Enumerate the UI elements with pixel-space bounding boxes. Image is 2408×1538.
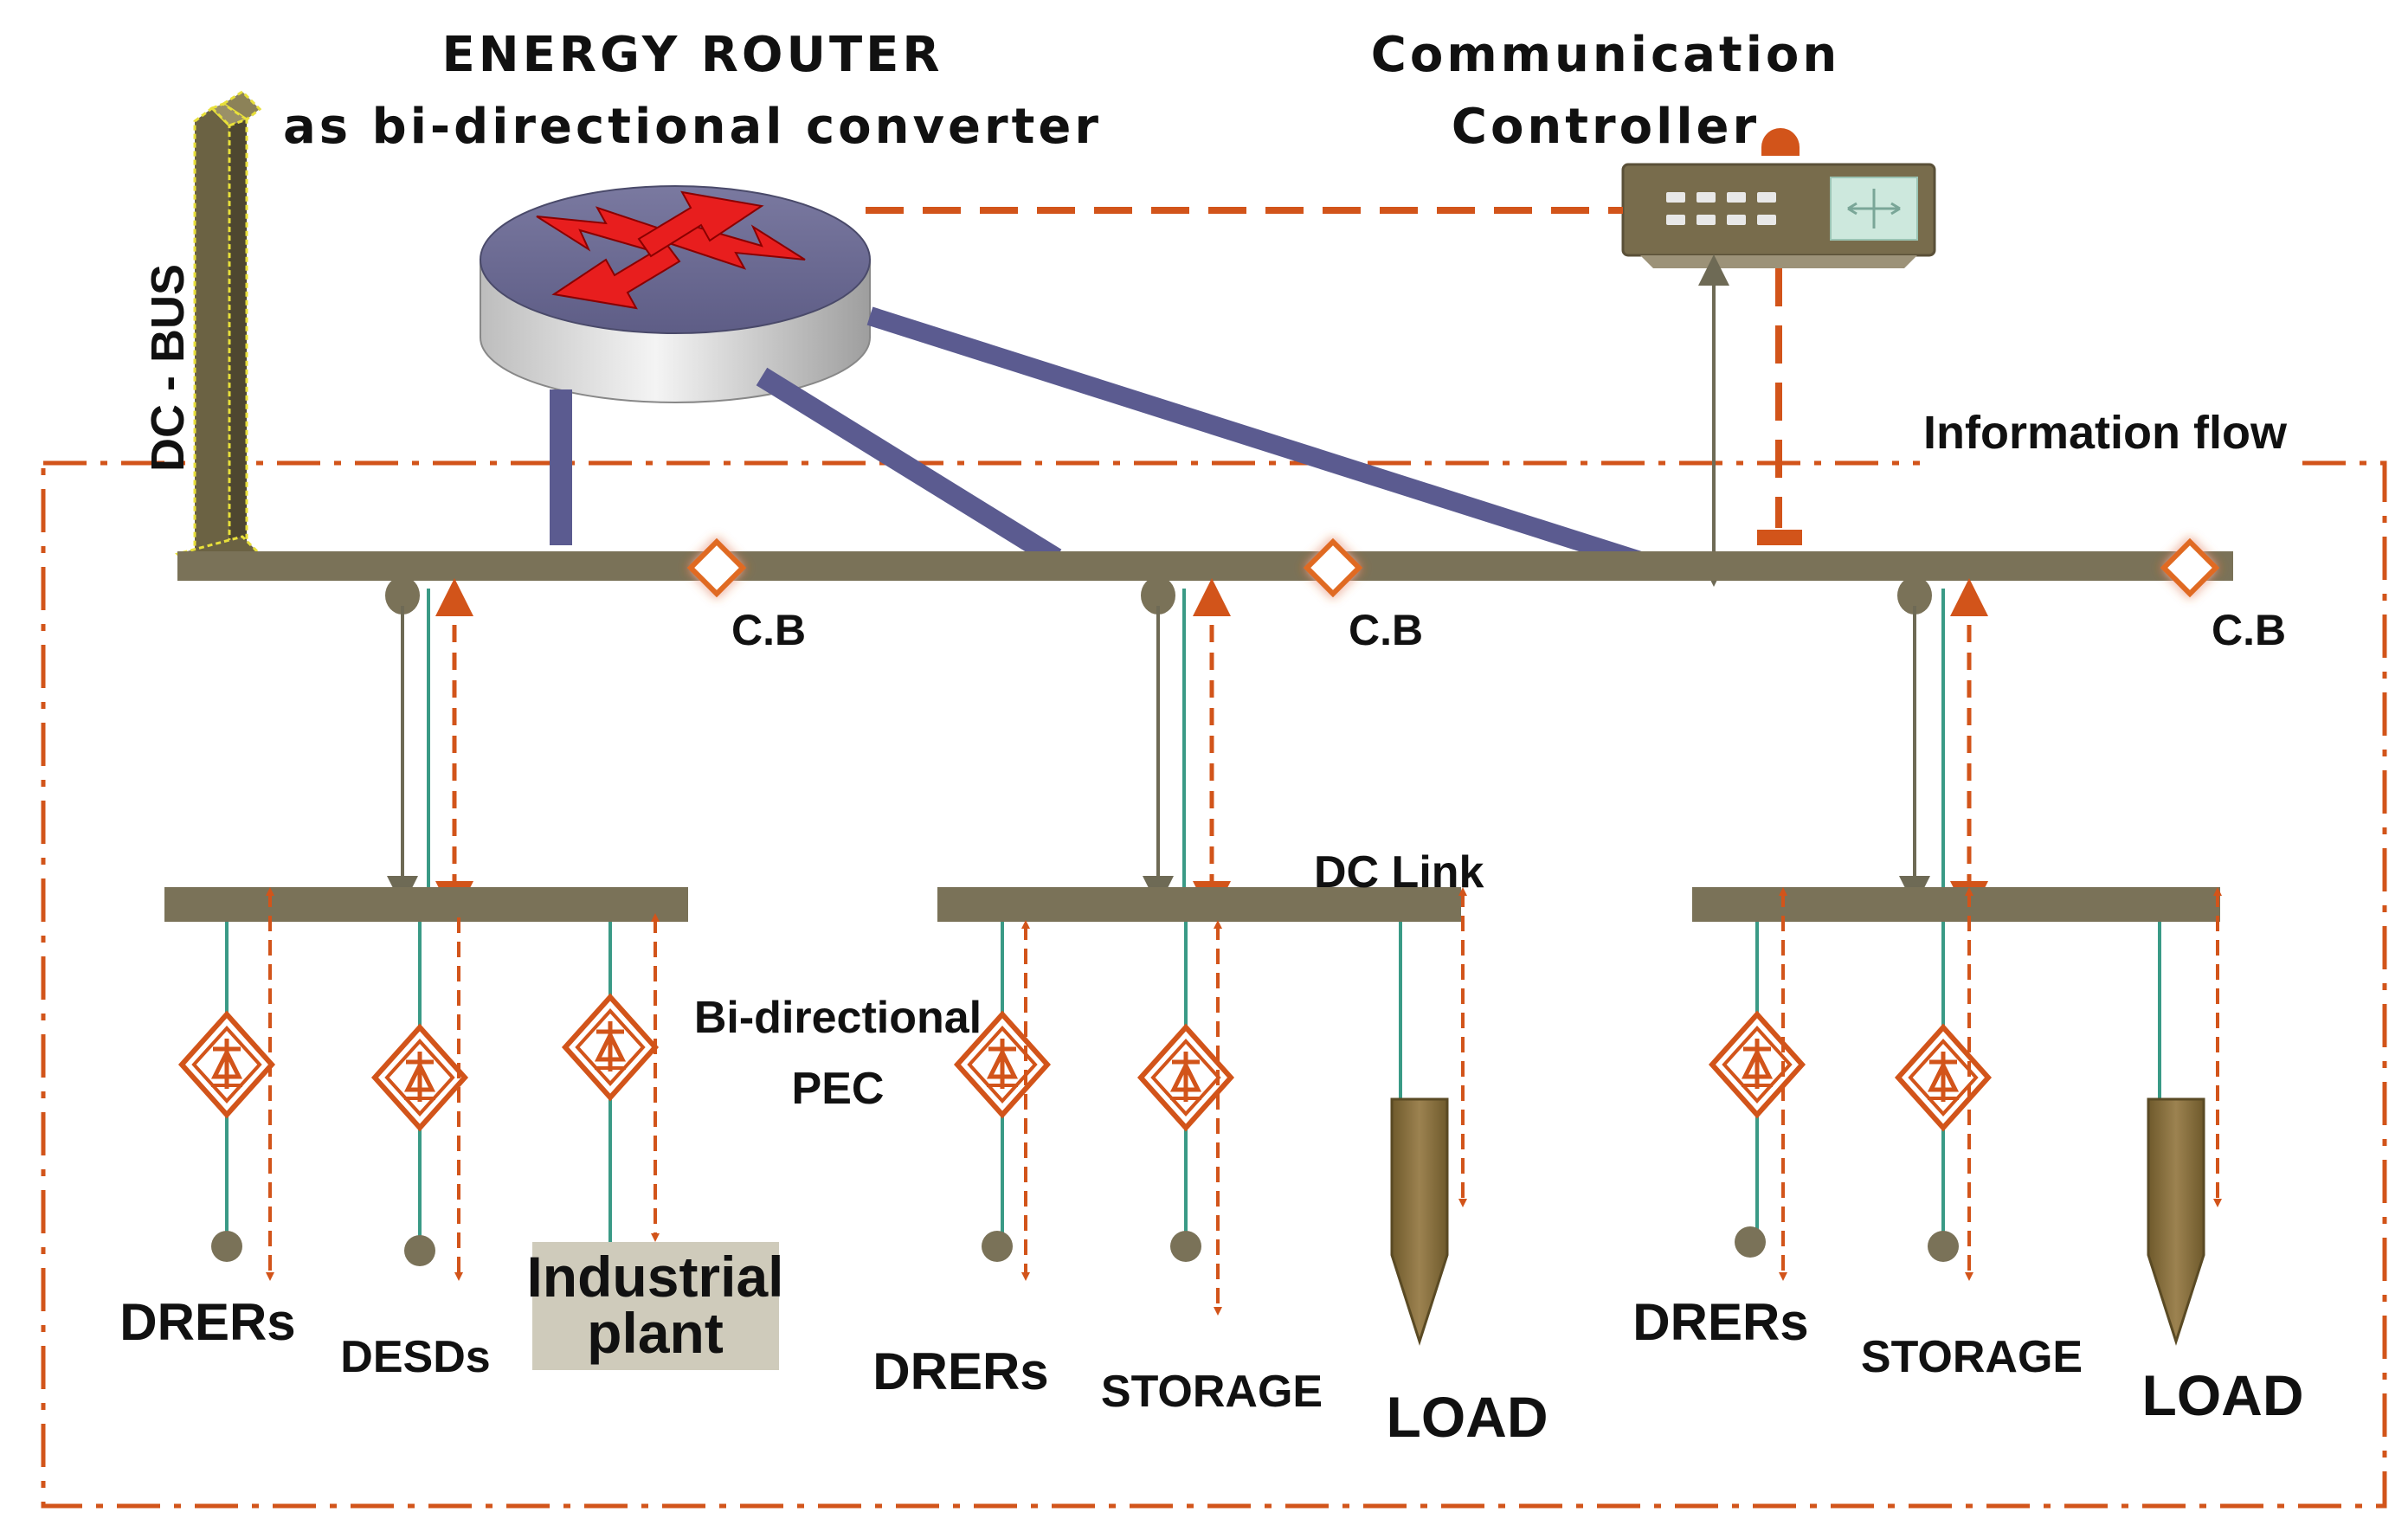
pec-label-line-2: PEC: [792, 1064, 885, 1114]
unit-middle: [937, 576, 1467, 1346]
circuit-breaker-2[interactable]: [1307, 542, 1359, 594]
main-dc-bus: [177, 551, 2233, 581]
left-device-2-label: DESDs: [340, 1332, 490, 1382]
title-line-1: ENERGY ROUTER: [441, 27, 943, 83]
router-arrows-icon: [536, 190, 806, 310]
load-icon-middle: [1390, 1097, 1449, 1346]
load-icon-right: [2147, 1097, 2205, 1346]
dc-link-label: DC Link: [1314, 847, 1484, 898]
middle-device-3-label: LOAD: [1387, 1385, 1548, 1449]
pec-label-line-1: Bi-directional: [694, 993, 982, 1043]
router-energy-lines: [550, 306, 1644, 570]
communication-links: [866, 207, 1782, 528]
pec-converter-left-2: [375, 1027, 465, 1128]
circuit-breaker-3[interactable]: [2164, 542, 2216, 594]
controller-ports-icon: [1666, 192, 1776, 225]
pec-converter-right-1: [1712, 1014, 1802, 1115]
information-flow-boundary: [41, 460, 2387, 1509]
right-device-3-label: LOAD: [2142, 1363, 2304, 1427]
cb-label-3: C.B: [2212, 606, 2286, 654]
industrial-plant-box: [532, 1242, 779, 1370]
left-device-3-label-line-1: Industrial: [526, 1245, 783, 1309]
energy-router: [480, 185, 871, 403]
communication-link-end: [1757, 530, 1802, 545]
left-device-1-label: DRERs: [119, 1293, 295, 1351]
title-line-2: as bi-directional converter: [283, 99, 1102, 155]
pec-converter-left-3: [565, 997, 655, 1097]
dc-link-bar-middle: [937, 887, 1461, 922]
controller-line-2: Controller: [1452, 99, 1760, 155]
middle-device-1-label: DRERs: [872, 1342, 1048, 1400]
cb-label-2: C.B: [1349, 606, 1423, 654]
dc-bus-label: DC - BUS: [142, 264, 194, 472]
pec-converter-left-1: [182, 1014, 272, 1115]
information-flow-label: Information flow: [1923, 407, 2288, 459]
cb-label-1: C.B: [731, 606, 806, 654]
communication-controller: [1621, 128, 1936, 268]
dc-link-bar-left: [164, 887, 688, 922]
middle-device-2-label: STORAGE: [1101, 1367, 1323, 1417]
circuit-breaker-1[interactable]: [691, 542, 743, 594]
right-device-2-label: STORAGE: [1861, 1332, 2083, 1382]
dc-bus: [175, 90, 262, 576]
left-device-3-label-line-2: plant: [587, 1301, 724, 1365]
controller-line-1: Communication: [1371, 27, 1841, 83]
right-device-1-label: DRERs: [1632, 1293, 1808, 1351]
dc-link-bar-right: [1692, 887, 2220, 922]
unit-right: [1692, 576, 2222, 1346]
pec-converter-right-2: [1898, 1027, 1988, 1128]
unit-left: [164, 576, 779, 1370]
